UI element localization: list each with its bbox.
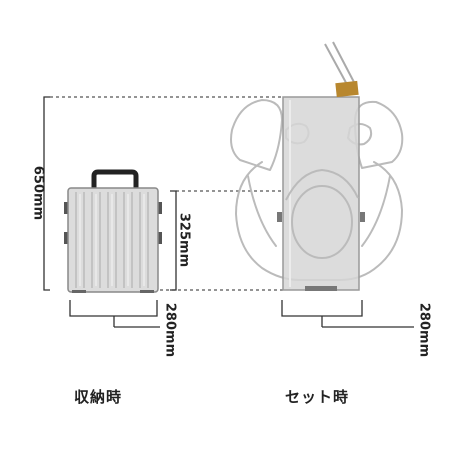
caption-set: セット時	[285, 388, 350, 406]
case-foot-right	[140, 290, 154, 293]
person-head	[291, 185, 353, 259]
person-right-arm	[361, 175, 391, 247]
folded-case-icon	[64, 169, 162, 293]
dim-325-label: 325mm	[177, 213, 192, 267]
person-left-arm	[247, 175, 277, 247]
dotted-extension-lines	[50, 96, 283, 291]
dimension-lines	[43, 96, 414, 328]
case-right-clip-top	[156, 202, 162, 214]
case-body	[67, 187, 159, 293]
person-shoulders	[285, 169, 359, 201]
dim-650-label: 650mm	[31, 166, 46, 220]
case-left-clip-top	[64, 202, 70, 214]
seat-bottom-bar	[305, 286, 337, 291]
case-foot-left	[72, 290, 86, 293]
strap-icon	[324, 41, 359, 98]
seat-side-clip-left	[277, 212, 282, 222]
strap-line-2	[332, 41, 357, 87]
person-right-leg	[354, 100, 404, 169]
caption-folded: 収納時	[74, 388, 123, 406]
dim-280-set-bracket	[281, 300, 363, 317]
case-left-clip-bottom	[64, 232, 70, 244]
dim-280-set-label: 280mm	[417, 303, 432, 357]
case-right-clip-bottom	[156, 232, 162, 244]
person-left-leg	[230, 99, 283, 171]
dim-325-bracket	[170, 190, 177, 291]
seat-side-clip-right	[360, 212, 365, 222]
dim-650-bracket	[43, 96, 50, 291]
case-highlights	[79, 194, 145, 286]
person-head-icon	[285, 169, 359, 259]
case-handle	[91, 169, 139, 191]
strap-tag	[335, 80, 359, 98]
dim-280-folded-bracket	[69, 300, 158, 317]
seat-body	[282, 96, 360, 291]
dim-280-folded-label: 280mm	[163, 303, 178, 357]
case-slats	[75, 192, 149, 288]
